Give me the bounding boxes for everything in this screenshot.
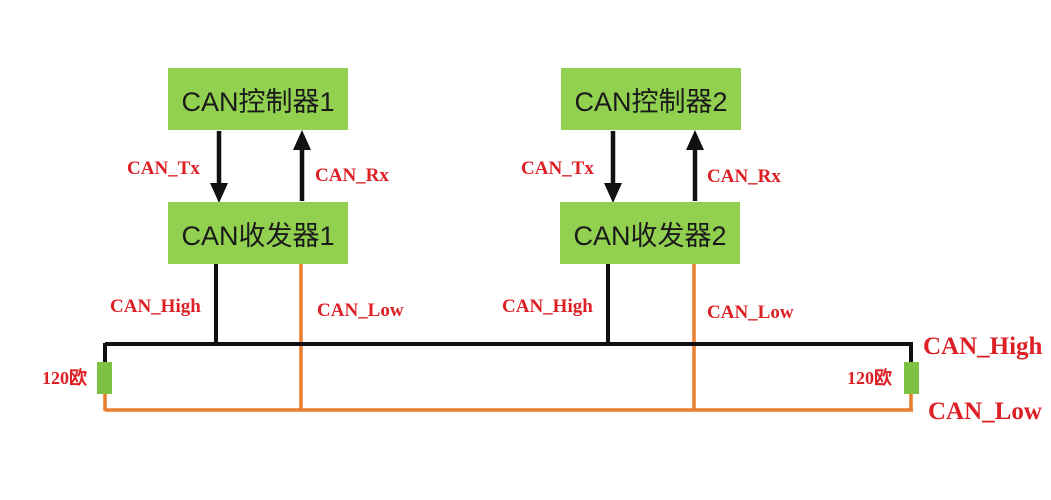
label-can-low-2: CAN_Low (707, 302, 794, 323)
node-can-transceiver-2: CAN收发器2 (560, 202, 740, 264)
label-can-tx-2: CAN_Tx (521, 158, 594, 179)
terminator-resistor-left (97, 362, 112, 394)
label-bus-can-low: CAN_Low (928, 398, 1042, 425)
can-tx-arrowhead-2 (604, 183, 622, 203)
can-tx-arrowhead-1 (210, 183, 228, 203)
label-120-ohm-left: 120欧 (42, 368, 87, 388)
label-can-rx-1: CAN_Rx (315, 165, 389, 186)
label-can-low-1: CAN_Low (317, 300, 404, 321)
label-can-rx-2: CAN_Rx (707, 166, 781, 187)
label-120-ohm-right: 120欧 (847, 368, 892, 388)
node-can-controller-2: CAN控制器2 (561, 68, 741, 130)
label-bus-can-high: CAN_High (923, 333, 1043, 360)
label-can-tx-1: CAN_Tx (127, 158, 200, 179)
node-can-transceiver-1: CAN收发器1 (168, 202, 348, 264)
can-rx-arrowhead-2 (686, 130, 704, 150)
label-can-high-1: CAN_High (110, 296, 201, 317)
node-can-controller-1: CAN控制器1 (168, 68, 348, 130)
terminator-resistor-right (904, 362, 919, 394)
can-rx-arrowhead-1 (293, 130, 311, 150)
label-can-high-2: CAN_High (502, 296, 593, 317)
